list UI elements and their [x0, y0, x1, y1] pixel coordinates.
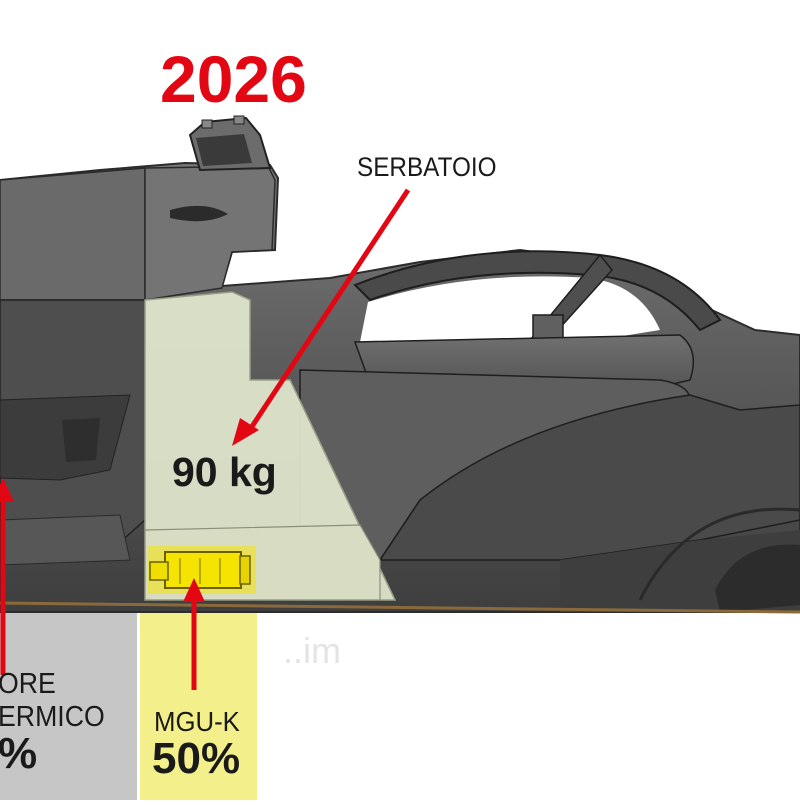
engine-share-label: % — [0, 729, 38, 778]
tank-label: SERBATOIO — [357, 152, 497, 182]
mguk-share-label: 50% — [152, 734, 241, 783]
diagram-title: 2026 — [160, 42, 307, 116]
floor-line — [0, 601, 800, 614]
mguk-label: MGU-K — [154, 706, 240, 737]
mgu-k-unit-icon — [148, 546, 256, 594]
engine-share-panel — [0, 602, 137, 800]
mguk-share-panel — [140, 602, 257, 800]
engine-label-line1: ORE — [0, 668, 56, 700]
engine-cover-top — [0, 167, 146, 301]
arrow-icon — [0, 478, 14, 675]
halo-icon — [353, 250, 722, 332]
engine-label-line2: ERMICO — [0, 701, 105, 733]
arrow-icon — [183, 578, 205, 690]
arrow-icon — [232, 188, 411, 446]
watermark: ..im — [283, 630, 341, 671]
tank-weight-label: 90 kg — [172, 449, 277, 495]
